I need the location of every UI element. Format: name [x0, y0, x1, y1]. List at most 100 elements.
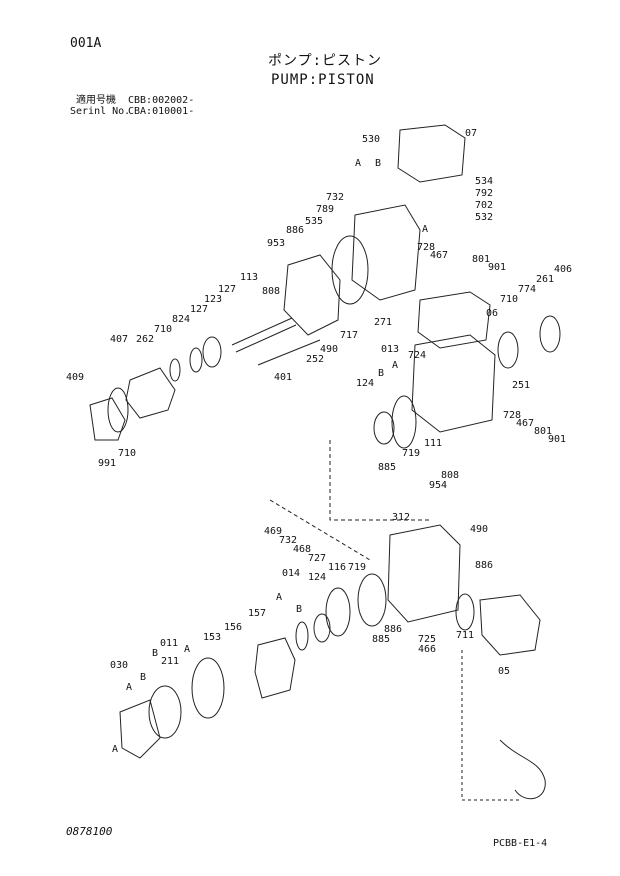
label: 728 [417, 242, 435, 253]
label: 886 [475, 560, 493, 571]
label: 885 [372, 634, 390, 645]
label: 710 [154, 324, 172, 335]
ring-127 [189, 347, 203, 373]
o-ring-719 [391, 395, 417, 449]
label: 124 [308, 572, 326, 583]
label: 153 [203, 632, 221, 643]
label: 792 [475, 188, 493, 199]
serial-label: Serinl No. [70, 106, 131, 117]
label: 406 [554, 264, 572, 275]
label: A [184, 644, 190, 655]
unit-07 [397, 124, 466, 183]
label: 534 [475, 176, 493, 187]
plate-upper [283, 254, 341, 336]
bolt-401 [257, 339, 321, 366]
label: 490 [320, 344, 338, 355]
footer-page-ref: PCBB-E1-4 [493, 838, 548, 849]
label: 801 [534, 426, 552, 437]
label: 014 [282, 568, 300, 579]
cradle-030 [119, 699, 161, 759]
o-ring-710 [107, 387, 129, 433]
label: B [140, 672, 146, 683]
label: A [392, 360, 398, 371]
o-ring-711 [455, 593, 475, 631]
label: 732 [279, 535, 297, 546]
swash-030 [148, 685, 182, 739]
label: B [378, 368, 384, 379]
bearing-124b [313, 613, 331, 643]
label: 710 [118, 448, 136, 459]
cover-991 [89, 397, 126, 441]
label: 07 [465, 128, 477, 139]
label: B [375, 158, 381, 169]
label: 728 [503, 410, 521, 421]
label: 124 [356, 378, 374, 389]
label: 885 [378, 462, 396, 473]
label: 211 [161, 656, 179, 667]
label: 251 [512, 380, 530, 391]
label: 801 [472, 254, 490, 265]
label: 013 [381, 344, 399, 355]
label: 719 [402, 448, 420, 459]
label: B [296, 604, 302, 615]
unit-06 [417, 291, 491, 349]
label: 774 [518, 284, 536, 295]
label: 991 [98, 458, 116, 469]
label: 886 [384, 624, 402, 635]
label: 06 [486, 308, 498, 319]
footer-drawing-number: 0878100 [66, 825, 113, 838]
block-153 [254, 637, 296, 699]
label: 157 [248, 608, 266, 619]
label: A [126, 682, 132, 693]
label: 532 [475, 212, 493, 223]
label: 467 [516, 418, 534, 429]
o-ring-719b [357, 573, 387, 627]
label: 886 [286, 225, 304, 236]
label: 727 [308, 553, 326, 564]
plate-157 [295, 621, 309, 651]
label: 467 [430, 250, 448, 261]
label: 954 [429, 480, 447, 491]
label: 535 [305, 216, 323, 227]
shaft-113 [231, 317, 293, 346]
label: A [276, 592, 282, 603]
label: 711 [456, 630, 474, 641]
applicable-model-value: CBB:002002- [128, 95, 195, 106]
dash-chain-2 [269, 499, 371, 561]
label: 808 [441, 470, 459, 481]
label: 725 [418, 634, 436, 645]
label: 407 [110, 334, 128, 345]
label: 030 [110, 660, 128, 671]
ring-824 [169, 358, 181, 382]
label: 127 [218, 284, 236, 295]
page-code: 001A [70, 36, 102, 51]
label: 724 [408, 350, 426, 361]
title-en: PUMP:PISTON [271, 72, 375, 88]
housing-312 [387, 524, 461, 623]
bearing-124 [373, 411, 395, 445]
label: 901 [488, 262, 506, 273]
label: 409 [66, 372, 84, 383]
label: 401 [274, 372, 292, 383]
label: 111 [424, 438, 442, 449]
harness [499, 739, 546, 800]
label: 808 [262, 286, 280, 297]
unit-05 [479, 594, 541, 656]
label: 05 [498, 666, 510, 677]
label: 530 [362, 134, 380, 145]
label: 824 [172, 314, 190, 325]
serial-value: CBA:010001- [128, 106, 195, 117]
label: 466 [418, 644, 436, 655]
label: 156 [224, 622, 242, 633]
label: 252 [306, 354, 324, 365]
label: B [152, 648, 158, 659]
label: 732 [326, 192, 344, 203]
label: 011 [160, 638, 178, 649]
label: 710 [500, 294, 518, 305]
seal-123 [202, 336, 222, 368]
applicable-model-label: 適用号機 [76, 95, 116, 106]
housing-upper [351, 204, 421, 301]
label: 789 [316, 204, 334, 215]
gear-116 [325, 587, 351, 637]
